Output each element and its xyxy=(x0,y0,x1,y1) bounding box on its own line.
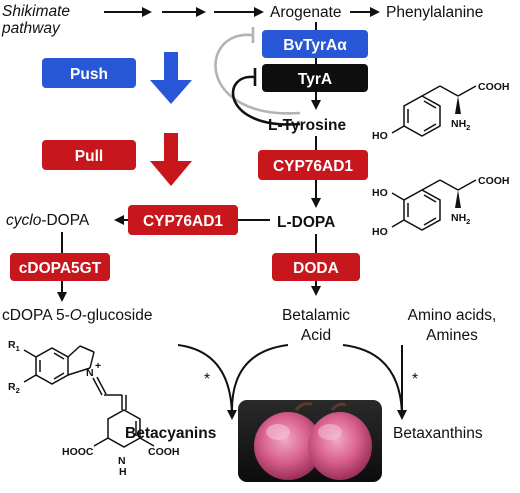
feedback-loop-black xyxy=(231,75,301,126)
betalamic-label-line1: Betalamic xyxy=(282,307,350,324)
dopa-ch2-bond xyxy=(421,179,441,191)
dopa-ho2: HO xyxy=(372,226,388,238)
betacyanin-nh-n: N xyxy=(118,455,126,467)
betacyanin-pyridine xyxy=(107,409,141,448)
betacyanin-five-ring-3 xyxy=(89,351,95,369)
beet-highlight-right xyxy=(318,424,342,440)
amino-label-line1: Amino acids, xyxy=(408,307,497,324)
betacyanin-benzene-double-3 xyxy=(53,372,65,380)
beet-right xyxy=(308,412,372,480)
tyra-label: TyrA xyxy=(298,71,332,88)
dopa-ring-double-3 xyxy=(423,217,437,226)
push-box xyxy=(42,58,136,88)
l-tyrosine-label: L-Tyrosine xyxy=(268,117,346,134)
bvtyra-box xyxy=(262,30,368,58)
cyp-left-box xyxy=(128,205,238,235)
betacyanin-chain-1b xyxy=(96,376,107,395)
dopa-cooh: COOH xyxy=(478,175,510,187)
amino-label-line2: Amines xyxy=(426,327,478,344)
cdopa5gt-label: cDOPA5GT xyxy=(19,260,102,277)
beet-stem-2 xyxy=(330,402,347,411)
push-label: Push xyxy=(70,66,108,83)
shikimate-label-line2: pathway xyxy=(1,20,61,37)
tyrosine-ring-double-2 xyxy=(423,100,437,109)
tyrosine-ho: HO xyxy=(372,130,388,142)
cdopa-glucoside-label: cDOPA 5-O-glucoside xyxy=(2,307,152,324)
betacyanins-label: Betacyanins xyxy=(125,425,216,442)
arogenate-label: Arogenate xyxy=(270,4,342,21)
betalamic-label-line2: Acid xyxy=(301,327,331,344)
tyrosine-cooh: COOH xyxy=(478,81,510,93)
betacyanin-r2: R2 xyxy=(8,381,20,395)
cyclo-dopa-label: cyclo-DOPA xyxy=(6,212,90,229)
dopa-nh2: NH2 xyxy=(451,212,470,226)
betacyanin-chain-1 xyxy=(92,377,103,396)
tyrosine-ring-double-3 xyxy=(423,123,437,132)
betacyanin-five-ring-1 xyxy=(67,345,81,358)
doda-box xyxy=(272,253,360,281)
dopa-ho1: HO xyxy=(372,187,388,199)
betacyanin-nplus: + xyxy=(95,360,101,372)
cyp-right-label: CYP76AD1 xyxy=(273,158,353,175)
betacyanin-five-ring-4 xyxy=(67,367,91,376)
dopa-structure: COOH NH2 HO HO xyxy=(372,175,510,238)
phenylalanine-label: Phenylalanine xyxy=(386,4,483,21)
dopa-ring xyxy=(403,189,441,231)
dopa-wedge xyxy=(455,190,461,208)
betacyanin-r1: R1 xyxy=(8,339,20,353)
shikimate-label-line1: Shikimate xyxy=(2,3,70,20)
tyrosine-cooh-bond xyxy=(457,85,477,97)
cdopa5gt-box xyxy=(10,253,110,281)
betacyanin-benzene-double-2 xyxy=(53,352,65,360)
tyrosine-oh-bond xyxy=(391,125,405,134)
tyra-box xyxy=(262,64,368,92)
bvtyra-label: BvTyrAα xyxy=(283,37,347,54)
feedback-loop-gray xyxy=(214,33,301,115)
dopa-cooh-bond xyxy=(457,179,477,191)
beet-highlight-left xyxy=(266,424,290,440)
dopa-oh2-bond xyxy=(391,219,405,228)
betacyanin-cooh-left-bond xyxy=(93,437,109,447)
pull-label: Pull xyxy=(75,148,103,165)
betacyanin-r1-bond xyxy=(23,349,37,358)
betacyanin-n: N xyxy=(86,367,94,379)
betaxanthins-label: Betaxanthins xyxy=(393,425,483,442)
cyp-left-label: CYP76AD1 xyxy=(143,213,223,230)
star-left: * xyxy=(204,371,210,388)
betacyanin-structure: R1 R2 N + N H HOOC COOH xyxy=(8,339,180,478)
betacyanin-r2-bond xyxy=(23,374,37,383)
tyrosine-wedge xyxy=(455,96,461,114)
betacyanin-nh-h: H xyxy=(119,466,127,478)
cyp-right-box xyxy=(258,150,368,180)
push-arrow-icon xyxy=(150,52,192,104)
pull-arrow-icon xyxy=(150,133,192,186)
betacyanin-cooh-left: HOOC xyxy=(62,446,94,458)
star-right: * xyxy=(412,371,418,388)
betacyanin-five-ring-2 xyxy=(79,345,95,353)
pull-box xyxy=(42,140,136,170)
dopa-alpha-bond xyxy=(439,179,459,191)
betacyanin-cooh-right-bond xyxy=(139,437,155,447)
betacyanin-benzene xyxy=(35,347,69,385)
beet-stem-1 xyxy=(294,402,313,411)
tyrosine-alpha-bond xyxy=(439,85,459,97)
tyrosine-nh2: NH2 xyxy=(451,118,470,132)
betacyanin-cooh-right: COOH xyxy=(148,446,180,458)
l-dopa-label: L-DOPA xyxy=(277,214,335,231)
condensation-curve-left-b xyxy=(231,344,289,411)
tyrosine-structure: COOH NH2 HO xyxy=(372,81,510,142)
dopa-oh1-bond xyxy=(391,192,405,201)
tyrosine-ch2-bond xyxy=(421,85,441,97)
tyrosine-ring xyxy=(403,95,441,137)
beet-photo xyxy=(238,400,382,482)
doda-label: DODA xyxy=(293,260,339,277)
dopa-ring-double-2 xyxy=(423,194,437,203)
